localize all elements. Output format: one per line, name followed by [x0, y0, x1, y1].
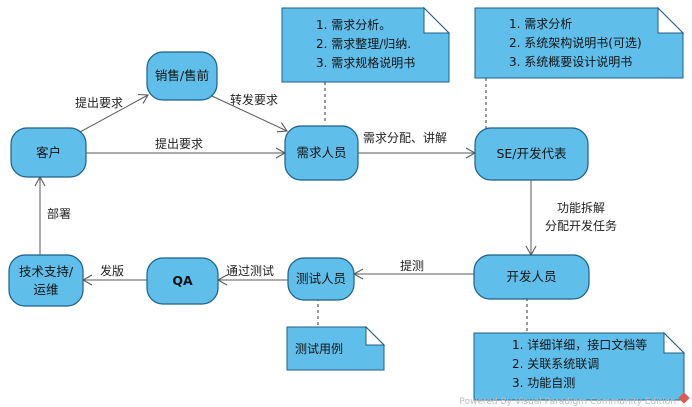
note-tester: 测试用例: [286, 325, 386, 371]
note-developer: 1. 详细详细，接口文档等 2. 关联系统联调 3. 功能自测: [473, 331, 686, 401]
edge-label-qa-to-ops: 发版: [100, 263, 124, 278]
node-sales-label: 销售/售前: [155, 68, 209, 83]
edge-label-requirements-to-se: 需求分配、讲解: [363, 130, 447, 145]
edge-label-tester-to-qa: 通过测试: [226, 263, 274, 278]
note-se-line-2: 2. 系统架构说明书(可选): [509, 35, 642, 50]
node-ops-label-1: 技术支持/: [19, 264, 74, 279]
node-tester-label: 测试人员: [296, 271, 346, 286]
edge-label-developer-to-tester: 提测: [400, 258, 424, 273]
edge-se-to-developer: [525, 180, 537, 257]
visual-paradigm-logo-icon: [678, 392, 690, 404]
powered-by-footer: Powered By Visual Paradigm Community Edi…: [459, 397, 676, 407]
node-tester[interactable]: 测试人员: [287, 257, 355, 301]
node-ops-label-2: 运维: [33, 282, 58, 297]
edge-label-customer-to-requirements: 提出要求: [155, 136, 203, 151]
edge-requirements-to-se: [358, 147, 477, 159]
note-tester-line-1: 测试用例: [295, 341, 343, 356]
node-qa[interactable]: QA: [146, 257, 219, 305]
node-requirements-label: 需求人员: [296, 145, 346, 160]
note-requirements: 1. 需求分析。 2. 需求整理/归纳. 3. 需求规格说明书: [281, 6, 451, 83]
note-se-line-3: 3. 系统概要设计说明书: [509, 54, 632, 69]
note-requirements-line-2: 2. 需求整理/归纳.: [316, 36, 411, 51]
note-requirements-line-3: 3. 需求规格说明书: [316, 55, 415, 70]
node-qa-label: QA: [172, 273, 193, 288]
node-ops[interactable]: 技术支持/ 运维: [8, 254, 84, 307]
node-developer[interactable]: 开发人员: [473, 254, 590, 300]
node-sales[interactable]: 销售/售前: [146, 51, 218, 101]
edge-label-se-to-developer-2: 分配开发任务: [545, 218, 617, 233]
edge-label-se-to-developer-1: 功能拆解: [557, 200, 605, 215]
note-requirements-line-1: 1. 需求分析。: [316, 18, 391, 32]
node-se[interactable]: SE/开发代表: [474, 127, 589, 181]
node-requirements[interactable]: 需求人员: [284, 125, 359, 181]
note-se: 1. 需求分析 2. 系统架构说明书(可选) 3. 系统概要设计说明书: [474, 6, 685, 79]
note-developer-line-3: 3. 功能自测: [512, 376, 575, 390]
edge-label-sales-to-requirements: 转发要求: [230, 92, 278, 107]
edge-ops-to-customer: [34, 175, 46, 255]
node-se-label: SE/开发代表: [496, 146, 567, 161]
edge-label-ops-to-customer: 部署: [47, 206, 71, 221]
node-customer[interactable]: 客户: [10, 127, 87, 178]
note-developer-line-1: 1. 详细详细，接口文档等: [512, 337, 647, 352]
edge-sales-to-requirements: [211, 95, 288, 133]
note-developer-line-2: 2. 关联系统联调: [512, 357, 599, 371]
node-customer-label: 客户: [36, 145, 61, 160]
edge-label-customer-to-sales: 提出要求: [75, 95, 123, 110]
node-developer-label: 开发人员: [506, 269, 556, 284]
note-se-line-1: 1. 需求分析: [509, 17, 572, 31]
edge-customer-to-sales: [79, 93, 149, 133]
